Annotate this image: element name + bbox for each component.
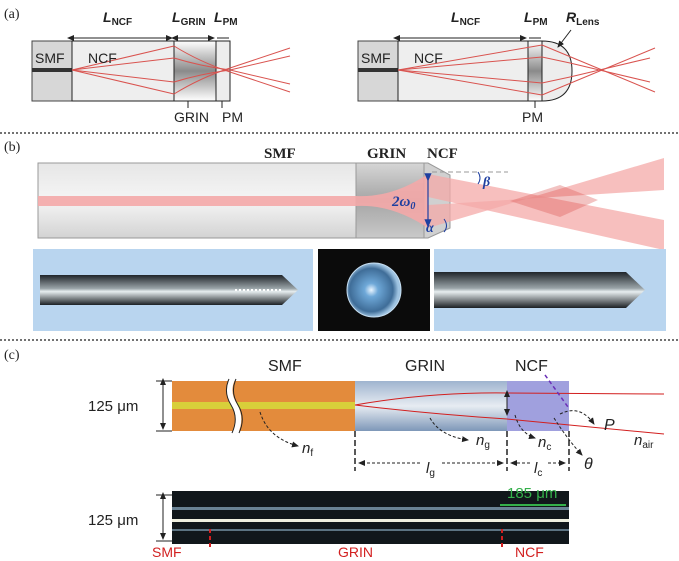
- axis-break-outline-1: [225, 378, 236, 434]
- label-ncf-c: NCF: [515, 358, 548, 375]
- label-photo-grin: GRIN: [338, 544, 373, 560]
- panel-c: (c) 125 μm SMF GRIN NCF: [4, 348, 665, 560]
- panel-b-schematic: SMF GRIN NCF 2ω0 β α: [37, 146, 664, 250]
- panel-c-label: (c): [4, 348, 20, 363]
- beam-core-b: [38, 174, 428, 228]
- arrow-p: [559, 410, 595, 425]
- label-scale-c: 185 μm: [507, 485, 557, 502]
- panel-a-left-schematic: SMF NCF LNCF LGRIN LPM GRIN PM: [31, 9, 291, 125]
- grin-section-c: [355, 381, 507, 431]
- beam-out-lower-b: [428, 158, 664, 228]
- photo-fiber-body-2: [434, 272, 645, 308]
- label-ncf-a-left: NCF: [88, 50, 117, 66]
- smf-core-a-left: [32, 68, 72, 72]
- label-n-g: ng: [476, 432, 490, 451]
- label-photo-ncf: NCF: [515, 544, 544, 560]
- photo-end-face-circle: [346, 262, 402, 318]
- label-ncf-b: NCF: [427, 146, 458, 162]
- smf-core-a-right: [358, 68, 398, 72]
- photo-fiber-highlight-lower-c: [172, 529, 569, 531]
- ncf-section-c: [507, 381, 569, 431]
- label-grin-b: GRIN: [367, 146, 406, 162]
- beta-arc: [477, 171, 481, 185]
- rays-c: [354, 392, 665, 435]
- label-l-ncf-a-right: LNCF: [451, 9, 480, 28]
- photo-fiber-core-c: [172, 519, 569, 522]
- rays-a-left: [71, 45, 291, 95]
- label-ncf-a-right: NCF: [414, 50, 443, 66]
- photo-fiber-side-c: [172, 491, 569, 544]
- rays-a-right: [397, 44, 656, 96]
- label-n-c: nc: [538, 434, 551, 453]
- axis-break-outline-2: [232, 378, 243, 434]
- label-theta: θ: [584, 456, 593, 473]
- label-grin-a-left: GRIN: [174, 109, 209, 125]
- label-l-pm-a-left: LPM: [214, 9, 238, 28]
- leader-r-lens: [557, 29, 572, 48]
- label-n-air: nair: [634, 432, 654, 451]
- label-l-grin-a-left: LGRIN: [172, 9, 206, 28]
- beam-out-upper-b: [428, 174, 664, 250]
- label-grin-c: GRIN: [405, 358, 445, 375]
- photo-fiber-body-1: [40, 275, 298, 305]
- label-photo-smf: SMF: [152, 544, 182, 560]
- pm-section-a-right: [527, 40, 543, 102]
- panel-b-label: (b): [4, 140, 21, 155]
- arrow-n-c: [514, 414, 536, 439]
- label-l-ncf-a-left: LNCF: [103, 9, 132, 28]
- panel-a-label: (a): [4, 7, 20, 22]
- arrow-theta: [553, 417, 583, 456]
- label-r-lens-a-right: RLens: [566, 9, 600, 28]
- label-diameter-c-bottom: 125 μm: [88, 512, 138, 529]
- label-l-g: lg: [426, 460, 435, 479]
- panel-c-photo: 185 μm 125 μm SMF GRIN NCF: [88, 485, 569, 560]
- label-smf-c: SMF: [268, 358, 302, 375]
- label-beta-b: β: [482, 175, 491, 190]
- panel-b-photos: [33, 249, 666, 331]
- arrow-n-g: [429, 417, 469, 443]
- grin-section-a-left: [173, 40, 217, 102]
- label-waist-b: 2ω0: [391, 194, 415, 212]
- axis-break-c: [226, 377, 242, 435]
- label-pm-a-right: PM: [522, 109, 543, 125]
- alpha-arc: [443, 218, 447, 233]
- label-p: P: [604, 417, 615, 434]
- arrow-n-f: [259, 411, 299, 448]
- lens-cap-a-right: [541, 40, 573, 102]
- photo-fiber-highlight-upper-c: [172, 507, 569, 510]
- beam-overlap-b: [510, 185, 598, 217]
- label-l-pm-a-right: LPM: [524, 9, 548, 28]
- ncf-section-a-left: [71, 40, 175, 102]
- panel-c-schematic: 125 μm SMF GRIN NCF nf ng nc P θ nair lg: [88, 358, 665, 479]
- panel-a: (a) SMF NCF LNCF: [4, 7, 656, 125]
- label-diameter-c-top: 125 μm: [88, 398, 138, 415]
- smf-core-c: [172, 402, 355, 409]
- panel-a-right-schematic: SMF NCF LNCF LPM RLens PM: [357, 9, 656, 125]
- label-alpha-b: α: [426, 221, 434, 236]
- label-smf-b: SMF: [264, 146, 296, 162]
- label-pm-a-left: PM: [222, 109, 243, 125]
- label-smf-a-left: SMF: [35, 50, 65, 66]
- label-l-c: lc: [534, 460, 542, 479]
- label-n-f: nf: [302, 440, 313, 459]
- panel-b: (b) SMF GRIN NCF 2ω0 β α: [4, 140, 666, 331]
- label-smf-a-right: SMF: [361, 50, 391, 66]
